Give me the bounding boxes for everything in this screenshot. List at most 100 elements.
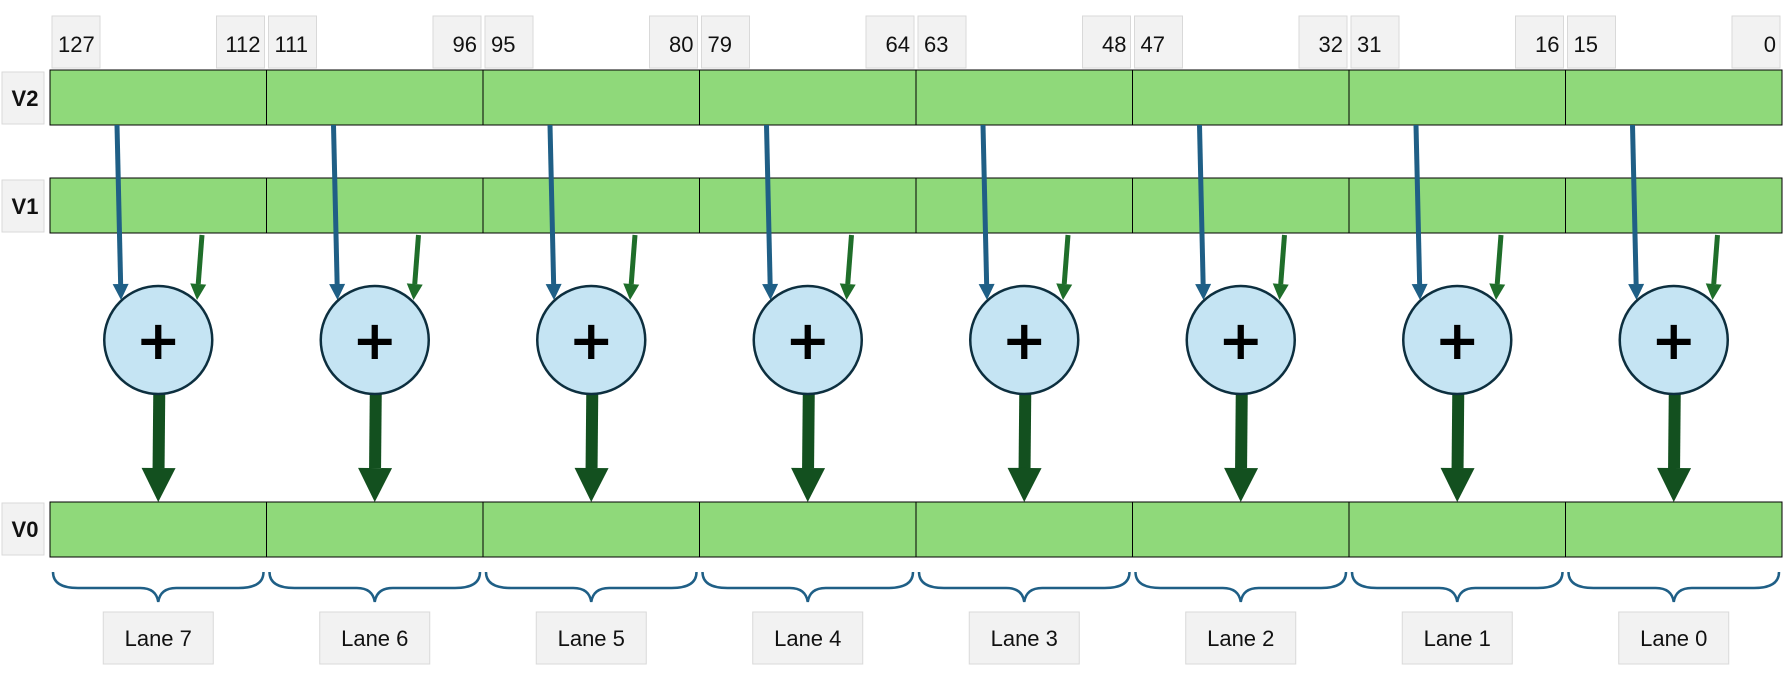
v1-to-adder-arrow [1705,234,1722,300]
lane-labels: Lane 7 Lane 6 Lane 5 Lane 4 Lane 3 Lane 2 Lane… [102,611,1730,665]
bit-label-high-text: 63 [924,32,948,57]
lane-brace [1134,571,1348,603]
v2-element-cell [482,69,700,126]
lane-brace [1567,571,1781,603]
v0-element-cell [1348,501,1566,558]
v2-to-adder-arrow [1628,124,1645,300]
bit-label-high: 15 [1567,15,1616,69]
adder: + [1185,284,1296,396]
lane-brace [1350,571,1564,603]
lane-label: Lane 7 [102,611,214,665]
bit-label-low-text: 64 [886,32,910,57]
lane-label: Lane 6 [319,611,431,665]
lane-brace [484,571,698,603]
bit-label-high: 47 [1134,15,1183,69]
lane-brace [268,571,482,603]
v1-element-cell [1348,177,1566,234]
bit-label-high-text: 47 [1141,32,1165,57]
lane-label-text: Lane 6 [341,626,408,651]
bit-label-high: 95 [484,15,534,69]
v0-element-cell [1132,501,1350,558]
lane-label: Lane 5 [535,611,647,665]
v1-element-cell [266,177,484,234]
plus-icon: + [1218,309,1263,372]
plus-icon: + [1002,309,1047,372]
v2-element-cell [915,69,1133,126]
register-v0 [49,501,1783,558]
lane-label-text: Lane 2 [1207,626,1274,651]
v0-element-cell [699,501,917,558]
adder: + [1402,284,1513,396]
plus-icon: + [569,309,614,372]
lane-brace [701,571,915,603]
lane-label-text: Lane 0 [1640,626,1707,651]
v2-element-cell [699,69,917,126]
register-v1 [49,177,1783,234]
bit-label-high: 63 [917,15,967,69]
adder-to-v0-arrow [791,393,826,502]
lane-label-text: Lane 3 [991,626,1058,651]
adder-to-v0-arrow [1657,393,1692,502]
v1-element-cell [1132,177,1350,234]
bit-label-low-text: 0 [1764,32,1776,57]
adder-to-v0-arrow [574,393,609,502]
bit-label-high: 127 [51,15,101,69]
lane-label-text: Lane 5 [558,626,625,651]
adders: + + + + + + + + [103,284,1729,396]
bit-label-low: 48 [1082,15,1131,69]
lane-label: Lane 1 [1401,611,1513,665]
bit-label-high-text: 127 [58,32,95,57]
adder: + [103,284,214,396]
adder-to-v0-arrow [1007,393,1042,502]
v2-to-adder-arrow [545,124,562,300]
v1-to-adder-arrow [406,234,423,300]
adder-circle [969,284,1080,396]
bit-label-low: 96 [432,15,482,69]
v0-element-cell [1565,501,1783,558]
v1-element-cell [699,177,917,234]
adder: + [319,284,430,396]
bit-label-high: 31 [1350,15,1400,69]
bit-label-high: 111 [268,15,317,69]
v1-element-cell [482,177,700,234]
adder: + [752,284,863,396]
bit-label-high-text: 111 [275,32,308,57]
bit-label-low-text: 32 [1319,32,1343,57]
bit-label-low-text: 96 [453,32,477,57]
lane-brace [51,571,265,603]
adder: + [969,284,1080,396]
adder-to-v0-arrow [1224,393,1259,502]
plus-icon: + [1435,309,1480,372]
bit-label-high-text: 95 [491,32,515,57]
bit-label-high-text: 31 [1357,32,1381,57]
bit-label-low-text: 112 [225,32,260,57]
lane-label: Lane 4 [752,611,864,665]
v2-to-adder-arrow [762,124,779,300]
v2-to-adder-arrow [978,124,995,300]
bit-label-low-text: 16 [1535,32,1559,57]
plus-icon: + [785,309,830,372]
bit-label-low: 80 [649,15,698,69]
lane-label-text: Lane 1 [1424,626,1491,651]
bit-position-labels: 127 112 111 96 95 80 79 64 63 48 47 32 31 16 15 0 [51,15,1781,69]
v1-to-adder-arrow [1272,234,1289,300]
v2-to-adder-arrow [1411,124,1428,300]
v1-element-cell [49,177,267,234]
plus-icon: + [136,309,181,372]
lane-label: Lane 2 [1185,611,1297,665]
v0-element-cell [915,501,1133,558]
register-v2 [49,69,1783,126]
bit-label-high-text: 79 [708,32,732,57]
adder-circle [1185,284,1296,396]
lane-label: Lane 3 [968,611,1080,665]
lane-label-text: Lane 7 [125,626,192,651]
bit-label-high: 79 [701,15,750,69]
bit-label-low-text: 48 [1102,32,1126,57]
adder-to-v0-arrow [141,393,176,502]
register-label-v1: V1 [1,179,45,233]
bit-label-low: 64 [865,15,915,69]
v1-to-adder-arrow [1489,234,1506,300]
register-name-v1: V1 [12,194,39,219]
plus-icon: + [1651,309,1696,372]
